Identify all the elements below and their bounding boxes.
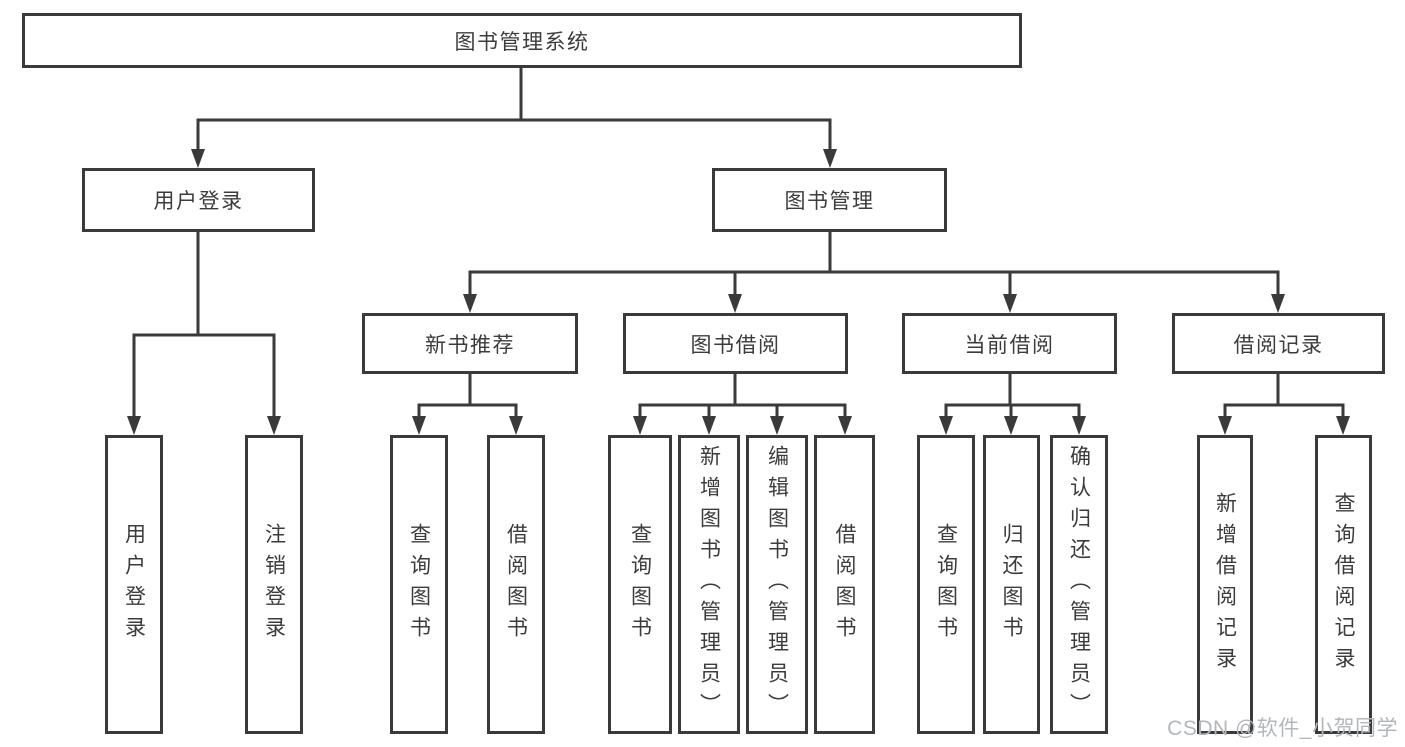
leaf-rec-borrow-books: 借阅图书 [487, 435, 545, 734]
node-root-library-system: 图书管理系统 [22, 13, 1022, 68]
node-book-borrowing-label: 图书借阅 [690, 333, 781, 357]
leaf-bb-borrow-books-label: 借阅图书 [833, 522, 856, 647]
node-book-borrowing: 图书借阅 [623, 313, 848, 374]
leaf-cb-query-books-label: 查询图书 [934, 522, 958, 647]
node-user-login: 用户登录 [82, 168, 315, 232]
leaf-bb-edit-books-admin-label: 编辑图书（管理员） [765, 445, 789, 724]
leaf-bb-query-books-label: 查询图书 [628, 522, 652, 647]
node-new-book-recommend-label: 新书推荐 [425, 333, 515, 357]
node-book-management: 图书管理 [712, 168, 947, 232]
csdn-watermark: CSDN @软件_小贺同学 [1167, 717, 1398, 740]
leaf-br-query-record: 查询借阅记录 [1315, 435, 1372, 734]
leaf-rec-query-books: 查询图书 [390, 435, 448, 734]
node-user-login-label: 用户登录 [153, 190, 244, 213]
node-borrowing-records-label: 借阅记录 [1233, 333, 1324, 357]
leaf-br-add-record: 新增借阅记录 [1197, 435, 1253, 734]
leaf-logout: 注销登录 [245, 435, 303, 734]
leaf-bb-add-books-admin: 新增图书（管理员） [678, 435, 740, 734]
leaf-bb-add-books-admin-label: 新增图书（管理员） [697, 445, 721, 724]
node-current-borrowing: 当前借阅 [902, 313, 1117, 374]
leaf-cb-confirm-return-admin: 确认归还（管理员） [1050, 435, 1108, 734]
node-borrowing-records: 借阅记录 [1172, 313, 1385, 374]
node-book-management-label: 图书管理 [784, 190, 875, 213]
leaf-cb-confirm-return-admin-label: 确认归还（管理员） [1067, 445, 1091, 724]
node-new-book-recommend: 新书推荐 [362, 313, 578, 374]
edges-book-borrow-to-leaves [633, 374, 852, 435]
edges-borrow-records-to-leaves [1218, 374, 1350, 435]
leaf-bb-borrow-books: 借阅图书 [814, 435, 875, 734]
edges-current-borrow-to-leaves [939, 374, 1086, 435]
edges-new-book-rec-to-leaves [412, 374, 523, 435]
node-current-borrowing-label: 当前借阅 [964, 333, 1055, 357]
leaf-logout-label: 注销登录 [262, 522, 286, 647]
edges-user-login-to-leaves [127, 232, 281, 435]
leaf-user-login: 用户登录 [105, 435, 163, 734]
leaf-user-login-label: 用户登录 [122, 522, 146, 647]
node-root-library-system-label: 图书管理系统 [454, 30, 590, 54]
leaf-rec-borrow-books-label: 借阅图书 [504, 522, 528, 647]
edges-root-to-level2 [191, 68, 837, 168]
edges-book-mgmt-to-level3 [463, 232, 1285, 313]
leaf-cb-query-books: 查询图书 [917, 435, 975, 734]
leaf-rec-query-books-label: 查询图书 [407, 522, 431, 647]
leaf-cb-return-books: 归还图书 [983, 435, 1040, 734]
leaf-br-query-record-label: 查询借阅记录 [1332, 491, 1355, 678]
leaf-bb-edit-books-admin: 编辑图书（管理员） [746, 435, 808, 734]
leaf-cb-return-books-label: 归还图书 [1000, 522, 1023, 647]
leaf-bb-query-books: 查询图书 [608, 435, 672, 734]
leaf-br-add-record-label: 新增借阅记录 [1213, 491, 1237, 678]
